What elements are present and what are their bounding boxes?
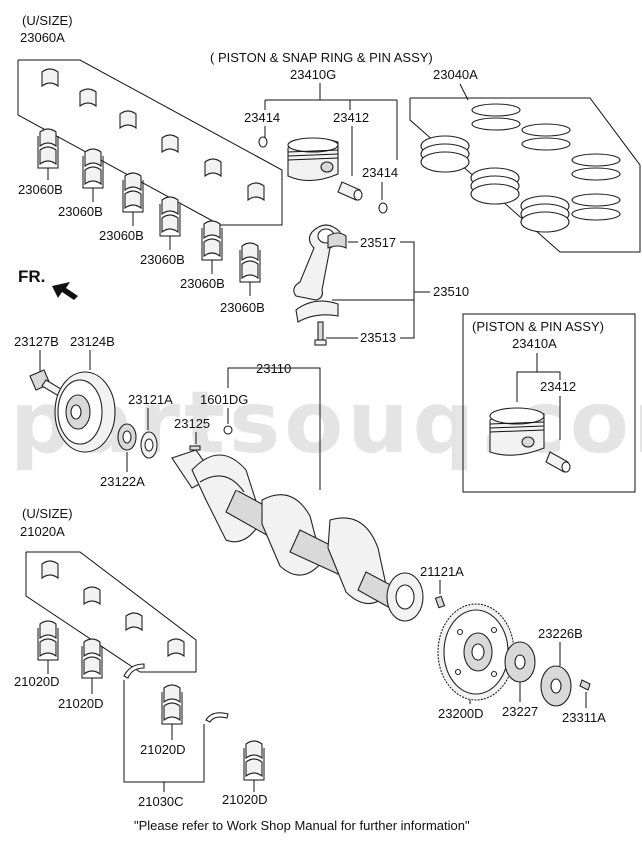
label-23200D: 23200D xyxy=(438,706,484,721)
label-23060B-6: 23060B xyxy=(220,300,265,315)
key-1601DG[interactable] xyxy=(223,425,233,435)
sprocket-23122A[interactable] xyxy=(140,431,158,459)
drive-plate-23200D[interactable] xyxy=(437,603,515,701)
sprocket-23121A[interactable] xyxy=(117,423,137,451)
label-23513: 23513 xyxy=(360,330,396,345)
label-23060B-2: 23060B xyxy=(58,204,103,219)
lower-bearing-callouts xyxy=(37,628,265,792)
label-1601DG: 1601DG xyxy=(200,392,248,407)
piston-pin-23412[interactable] xyxy=(337,181,363,201)
label-23040A: 23040A xyxy=(433,67,478,82)
label-23124B: 23124B xyxy=(70,334,115,349)
label-21030C: 21030C xyxy=(138,794,184,809)
label-23060B-1: 23060B xyxy=(18,182,63,197)
snap-ring-23414-right[interactable] xyxy=(378,202,388,214)
label-23060B-3: 23060B xyxy=(99,228,144,243)
piston-ring-set-box xyxy=(409,97,641,253)
label-23412-a: 23412 xyxy=(333,110,369,125)
label-23226B: 23226B xyxy=(538,626,583,641)
snap-ring-23414-left[interactable] xyxy=(258,136,268,148)
label-23412-b: 23412 xyxy=(540,379,576,394)
pin-21121A[interactable] xyxy=(434,595,446,609)
damper-pulley-23124B[interactable] xyxy=(54,371,116,453)
label-23414-b: 23414 xyxy=(362,165,398,180)
label-21020D-2: 21020D xyxy=(58,696,104,711)
label-21020D-1: 21020D xyxy=(14,674,60,689)
bearing-callout-lines xyxy=(37,136,261,296)
bolt-23127B[interactable] xyxy=(29,369,67,399)
label-23414-a: 23414 xyxy=(244,110,280,125)
label-23227: 23227 xyxy=(502,704,538,719)
label-usize-top: (U/SIZE) xyxy=(22,13,73,28)
front-arrow-icon xyxy=(52,282,78,300)
upper-bearing-set-box xyxy=(17,59,283,226)
piston-23410G[interactable] xyxy=(287,137,339,182)
piston-pin-23412-b[interactable] xyxy=(545,451,571,473)
label-23060B-5: 23060B xyxy=(180,276,225,291)
label-23410G: 23410G xyxy=(290,67,336,82)
label-piston-pin-assy: (PISTON & PIN ASSY) xyxy=(472,319,604,334)
label-23517: 23517 xyxy=(360,235,396,250)
label-usize-bottom: (U/SIZE) xyxy=(22,506,73,521)
label-23122A: 23122A xyxy=(100,474,145,489)
rod-bearing-23517[interactable] xyxy=(327,232,347,249)
label-fr: FR. xyxy=(18,267,45,286)
plate-23227[interactable] xyxy=(504,641,536,683)
label-23060A: 23060A xyxy=(20,30,65,45)
key-23125[interactable] xyxy=(189,445,201,451)
label-piston-snap-ring-pin-assy: ( PISTON & SNAP RING & PIN ASSY) xyxy=(210,50,433,65)
bolt-23311A[interactable] xyxy=(579,679,591,691)
label-23127B: 23127B xyxy=(14,334,59,349)
label-23510: 23510 xyxy=(433,284,469,299)
label-23311A: 23311A xyxy=(562,710,606,725)
label-23060B-4: 23060B xyxy=(140,252,185,267)
piston-pin-assy-box xyxy=(462,313,636,493)
plate-23226B[interactable] xyxy=(540,665,572,707)
crankshaft-23110[interactable] xyxy=(171,449,424,622)
bearing-shell-21020D[interactable] xyxy=(39,620,263,778)
thrust-washer-21030C[interactable] xyxy=(123,663,229,723)
label-23125: 23125 xyxy=(174,416,210,431)
label-23410A: 23410A xyxy=(512,336,557,351)
upper-bearing-shells[interactable] xyxy=(41,68,265,202)
lower-bearing-set-box xyxy=(25,551,197,673)
bearing-shell-23060B[interactable] xyxy=(39,128,259,280)
label-21020D-4: 21020D xyxy=(222,792,268,807)
footer-note: "Please refer to Work Shop Manual for fu… xyxy=(134,818,470,833)
rod-bolt-23513[interactable] xyxy=(314,321,327,346)
piston-23410A[interactable] xyxy=(489,407,545,456)
label-23121A: 23121A xyxy=(128,392,173,407)
piston-rings-23040A[interactable] xyxy=(420,103,621,233)
label-21121A: 21121A xyxy=(420,564,464,579)
label-21020D-3: 21020D xyxy=(140,742,186,757)
lower-bearing-shells[interactable] xyxy=(41,560,185,658)
label-21020A: 21020A xyxy=(20,524,65,539)
